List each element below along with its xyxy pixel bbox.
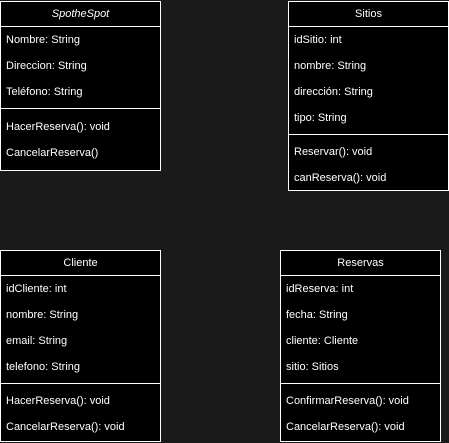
attribute: idSitio: int bbox=[294, 34, 342, 46]
attribute: nombre: String bbox=[294, 60, 367, 72]
method: CancelarReserva(): void bbox=[286, 421, 405, 433]
attribute: fecha: String bbox=[286, 309, 348, 321]
attribute: nombre: String bbox=[6, 309, 79, 321]
methods-section: ConfirmarReserva(): void CancelarReserva… bbox=[281, 384, 440, 440]
method: CancelarReserva() bbox=[6, 147, 99, 159]
class-name: Sitios bbox=[289, 2, 448, 27]
attributes-section: idSitio: int nombre: String dirección: S… bbox=[289, 27, 448, 135]
class-sitios[interactable]: Sitios idSitio: int nombre: String direc… bbox=[288, 1, 449, 191]
method: canReserva(): void bbox=[294, 172, 387, 184]
attribute: sitio: Sitios bbox=[286, 361, 339, 373]
method: CancelarReserva(): void bbox=[6, 421, 125, 433]
class-reservas[interactable]: Reservas idReserva: int fecha: String cl… bbox=[280, 250, 441, 442]
method: HacerReserva(): void bbox=[6, 121, 110, 133]
attribute: telefono: String bbox=[6, 361, 80, 373]
methods-section: HacerReserva(): void CancelarReserva(): … bbox=[1, 384, 160, 440]
method: ConfirmarReserva(): void bbox=[286, 395, 409, 407]
attribute: dirección: String bbox=[294, 86, 373, 98]
attributes-section: idCliente: int nombre: String email: Str… bbox=[1, 276, 160, 384]
attribute: tipo: String bbox=[294, 112, 347, 124]
attribute: idReserva: int bbox=[286, 283, 354, 295]
attribute: cliente: Cliente bbox=[286, 335, 359, 347]
class-spothespot[interactable]: SpotheSpot Nombre: String Direccion: Str… bbox=[0, 1, 161, 171]
attributes-section: Nombre: String Direccion: String Teléfon… bbox=[1, 27, 160, 109]
method: Reservar(): void bbox=[294, 146, 373, 158]
method: HacerReserva(): void bbox=[6, 395, 110, 407]
attributes-section: idReserva: int fecha: String cliente: Cl… bbox=[281, 276, 440, 384]
attribute: Teléfono: String bbox=[6, 86, 83, 98]
methods-section: HacerReserva(): void CancelarReserva() bbox=[1, 109, 160, 166]
attribute: idCliente: int bbox=[6, 283, 67, 295]
class-cliente[interactable]: Cliente idCliente: int nombre: String em… bbox=[0, 250, 161, 442]
attribute: Direccion: String bbox=[6, 60, 87, 72]
methods-section: Reservar(): void canReserva(): void bbox=[289, 135, 448, 191]
attribute: email: String bbox=[6, 335, 68, 347]
attribute: Nombre: String bbox=[6, 34, 80, 46]
class-name: Reservas bbox=[281, 251, 440, 276]
class-name: Cliente bbox=[1, 251, 160, 276]
class-name: SpotheSpot bbox=[1, 2, 160, 27]
